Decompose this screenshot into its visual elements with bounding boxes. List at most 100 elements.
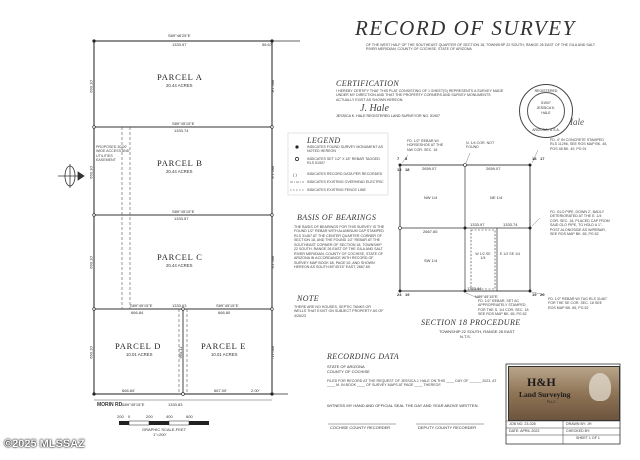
- logo-company-name: Land Surveying: [519, 390, 571, 399]
- left-b-distance: 660.10': [88, 165, 94, 179]
- scale-tick-2: 200: [146, 414, 153, 419]
- quarter-e-half-se: E 1/2 SE 1/4: [499, 252, 521, 256]
- corner-label-18a: 18: [532, 156, 537, 161]
- certification-signer: JESSICA K. HALE REGISTERED LAND SURVEYOR…: [336, 114, 440, 118]
- scale-tick-4: 600: [186, 414, 193, 419]
- company-logo: H&H Land Surveying PLLC: [508, 366, 620, 421]
- logo-company-initials: H&H: [527, 375, 556, 389]
- titleblock-date: DATE: APRIL 2023: [509, 429, 540, 433]
- seal-text-2: 51907: [541, 101, 551, 105]
- bc-bearing: S89°45'15"E: [172, 209, 195, 214]
- recording-witness: WITNESS MY HAND AND OFFICIAL SEAL THE DA…: [327, 403, 479, 408]
- procedure-nts: N.T.S.: [460, 334, 471, 339]
- scale-tick-1: 0: [128, 414, 131, 419]
- corner-label-17: 17: [540, 156, 545, 161]
- proc-note-n14: N. 1/4 COR. NOT FOUND: [466, 141, 495, 150]
- bottom-right-distance: 667.00': [214, 388, 227, 393]
- recording-state: STATE OF ARIZONA: [327, 364, 365, 369]
- cd-right-distance: 666.80: [218, 310, 231, 315]
- titleblock-sheet: SHEET 1 OF 1: [576, 436, 600, 440]
- mid-de-distance: 660.11': [178, 345, 184, 359]
- parcel-a-area: 20.44 ACRES: [166, 83, 193, 88]
- recording-filed: FILED FOR RECORD AT THE REQUEST OF JESSI…: [327, 379, 497, 388]
- surveyor-seal: REGISTERED 51907 JESSICA K. HALE ARIZONA…: [519, 84, 573, 138]
- procedure-subheading: TOWNSHIP 22 SOUTH, RANGE 26 EAST: [439, 329, 515, 334]
- proc-dim-7: N89°45'15"E: [475, 294, 498, 299]
- legend-item-2: INDICATES SET 1/2" X 18" REBAR TAGGED RL…: [307, 157, 380, 166]
- left-a-distance: 660.10': [88, 79, 94, 93]
- top-right-distance: 58.67': [262, 42, 273, 47]
- certification-text: I HEREBY CERTIFY THAT THIS PLAT CONSISTI…: [336, 89, 504, 102]
- corner-label-20: 20: [540, 292, 545, 297]
- right-b-distance: 660.14': [270, 165, 276, 179]
- skull-icon: [589, 373, 611, 401]
- note-text: THERE ARE NO HOUSES, SEPTIC TANKS OR WEL…: [294, 305, 384, 318]
- seal-inner-ring: [527, 92, 565, 130]
- recording-heading: RECORDING DATA: [327, 352, 400, 361]
- legend-item-4: INDICATES EXISTING OVERHEAD ELECTRIC: [307, 180, 384, 184]
- corner-label-19b: 19: [532, 292, 537, 297]
- legend-heading: LEGEND: [307, 136, 341, 145]
- survey-title: RECORD OF SURVEY: [355, 16, 576, 40]
- parcel-c-name: PARCEL C: [157, 252, 203, 262]
- right-a-distance: 660.18': [270, 79, 276, 93]
- proc-note-se: FD. 1/2" REBAR W/ TAG RLS 31467 FOR THE …: [548, 297, 607, 310]
- basis-text: THE BASIS OF BEARINGS FOR THIS SURVEY IS…: [294, 225, 385, 270]
- quarter-nw: NW 1/4: [424, 195, 438, 200]
- parcel-b-name: PARCEL B: [157, 158, 203, 168]
- titleblock-drawn: DRAWN BY: JH: [566, 422, 592, 426]
- bottom-bearing: S89°45'15"E: [122, 402, 145, 407]
- ab-bearing: S89°45'15"E: [172, 121, 195, 126]
- right-de-distance: 660.11': [270, 345, 276, 359]
- legend-item-1: INDICATES FOUND SURVEY MONUMENT AS NOTED…: [307, 145, 384, 154]
- svg-text:( ): ( ): [293, 172, 297, 177]
- road-name: MORIN RD.: [97, 402, 124, 408]
- proc-dim-5: 2667.65: [423, 229, 438, 234]
- proc-dim-1: 2659.07: [422, 166, 437, 171]
- proc-dim-4: 1333.74: [503, 222, 518, 227]
- top-bearing: S89°46'25"E: [168, 33, 191, 38]
- deputy-label: DEPUTY COUNTY RECORDER: [418, 425, 477, 430]
- scale-tick-0: 200: [117, 414, 124, 419]
- top-distance: 1333.97: [172, 42, 187, 47]
- seal-signature: J. Hale: [558, 117, 584, 127]
- parcel-a-name: PARCEL A: [157, 72, 203, 82]
- recording-county: COUNTY OF COCHISE: [327, 369, 370, 374]
- survey-subtitle: OF THE WEST HALF OF THE SOUTHEAST QUARTE…: [366, 43, 596, 52]
- corner-label-13: 13: [397, 167, 402, 172]
- note-heading: NOTE: [297, 294, 320, 303]
- bottom-total-distance: 1333.83: [168, 402, 183, 407]
- quarter-sw: SW 1/4: [424, 258, 438, 263]
- bottom-tail-distance: 2.00': [251, 388, 260, 393]
- ab-distance: 1333.74: [174, 128, 189, 133]
- left-de-distance: 660.10': [88, 345, 94, 359]
- right-c-distance: 660.10': [270, 255, 276, 269]
- parcel-e-name: PARCEL E: [201, 341, 247, 351]
- titleblock-job: JOB NO. 23-028: [509, 422, 536, 426]
- corner-label-24: 24: [397, 292, 402, 297]
- mls-watermark: ©2025 MLSSAZ: [4, 438, 85, 450]
- logo-company-tag: PLLC: [547, 400, 556, 404]
- bc-distance: 1333.57: [174, 216, 189, 221]
- corner-label-8: 8: [405, 156, 408, 161]
- corner-label-19a: 19: [405, 292, 410, 297]
- seal-text-4: HALE: [541, 111, 551, 115]
- parcel-e-area: 10.01 ACRES: [211, 352, 238, 357]
- proc-note-ne: FD. 4" IN CONCRETE STAMPED RLS 11296, SE…: [550, 138, 608, 151]
- bottom-left-distance: 666.84': [122, 388, 135, 393]
- proc-dim-3: 1333.97: [470, 222, 485, 227]
- seal-text-5: ARIZONA, U.S.A.: [532, 128, 560, 132]
- scale-label: GRAPHIC SCALE-FEET: [142, 427, 187, 432]
- proc-note-nw: FD. 1/2" REBAR W/ HORSESHOE AT THE NW CO…: [407, 139, 444, 152]
- legend-item-3: INDICATES RECORD DATA PER RECORDED: [307, 172, 383, 176]
- left-c-distance: 660.10': [88, 255, 94, 269]
- cd-right-bearing: S89°45'15"E: [216, 303, 239, 308]
- scale-ratio: 1"=200': [153, 432, 167, 437]
- seal-text-1: REGISTERED: [534, 89, 558, 93]
- proc-dim-2: 2659.07: [486, 166, 501, 171]
- corner-label-18b: 18: [405, 167, 410, 172]
- corner-label-7: 7: [397, 156, 400, 161]
- parcel-c-area: 20.44 ACRES: [166, 263, 193, 268]
- cd-left-bearing: S89°45'15"E: [130, 303, 153, 308]
